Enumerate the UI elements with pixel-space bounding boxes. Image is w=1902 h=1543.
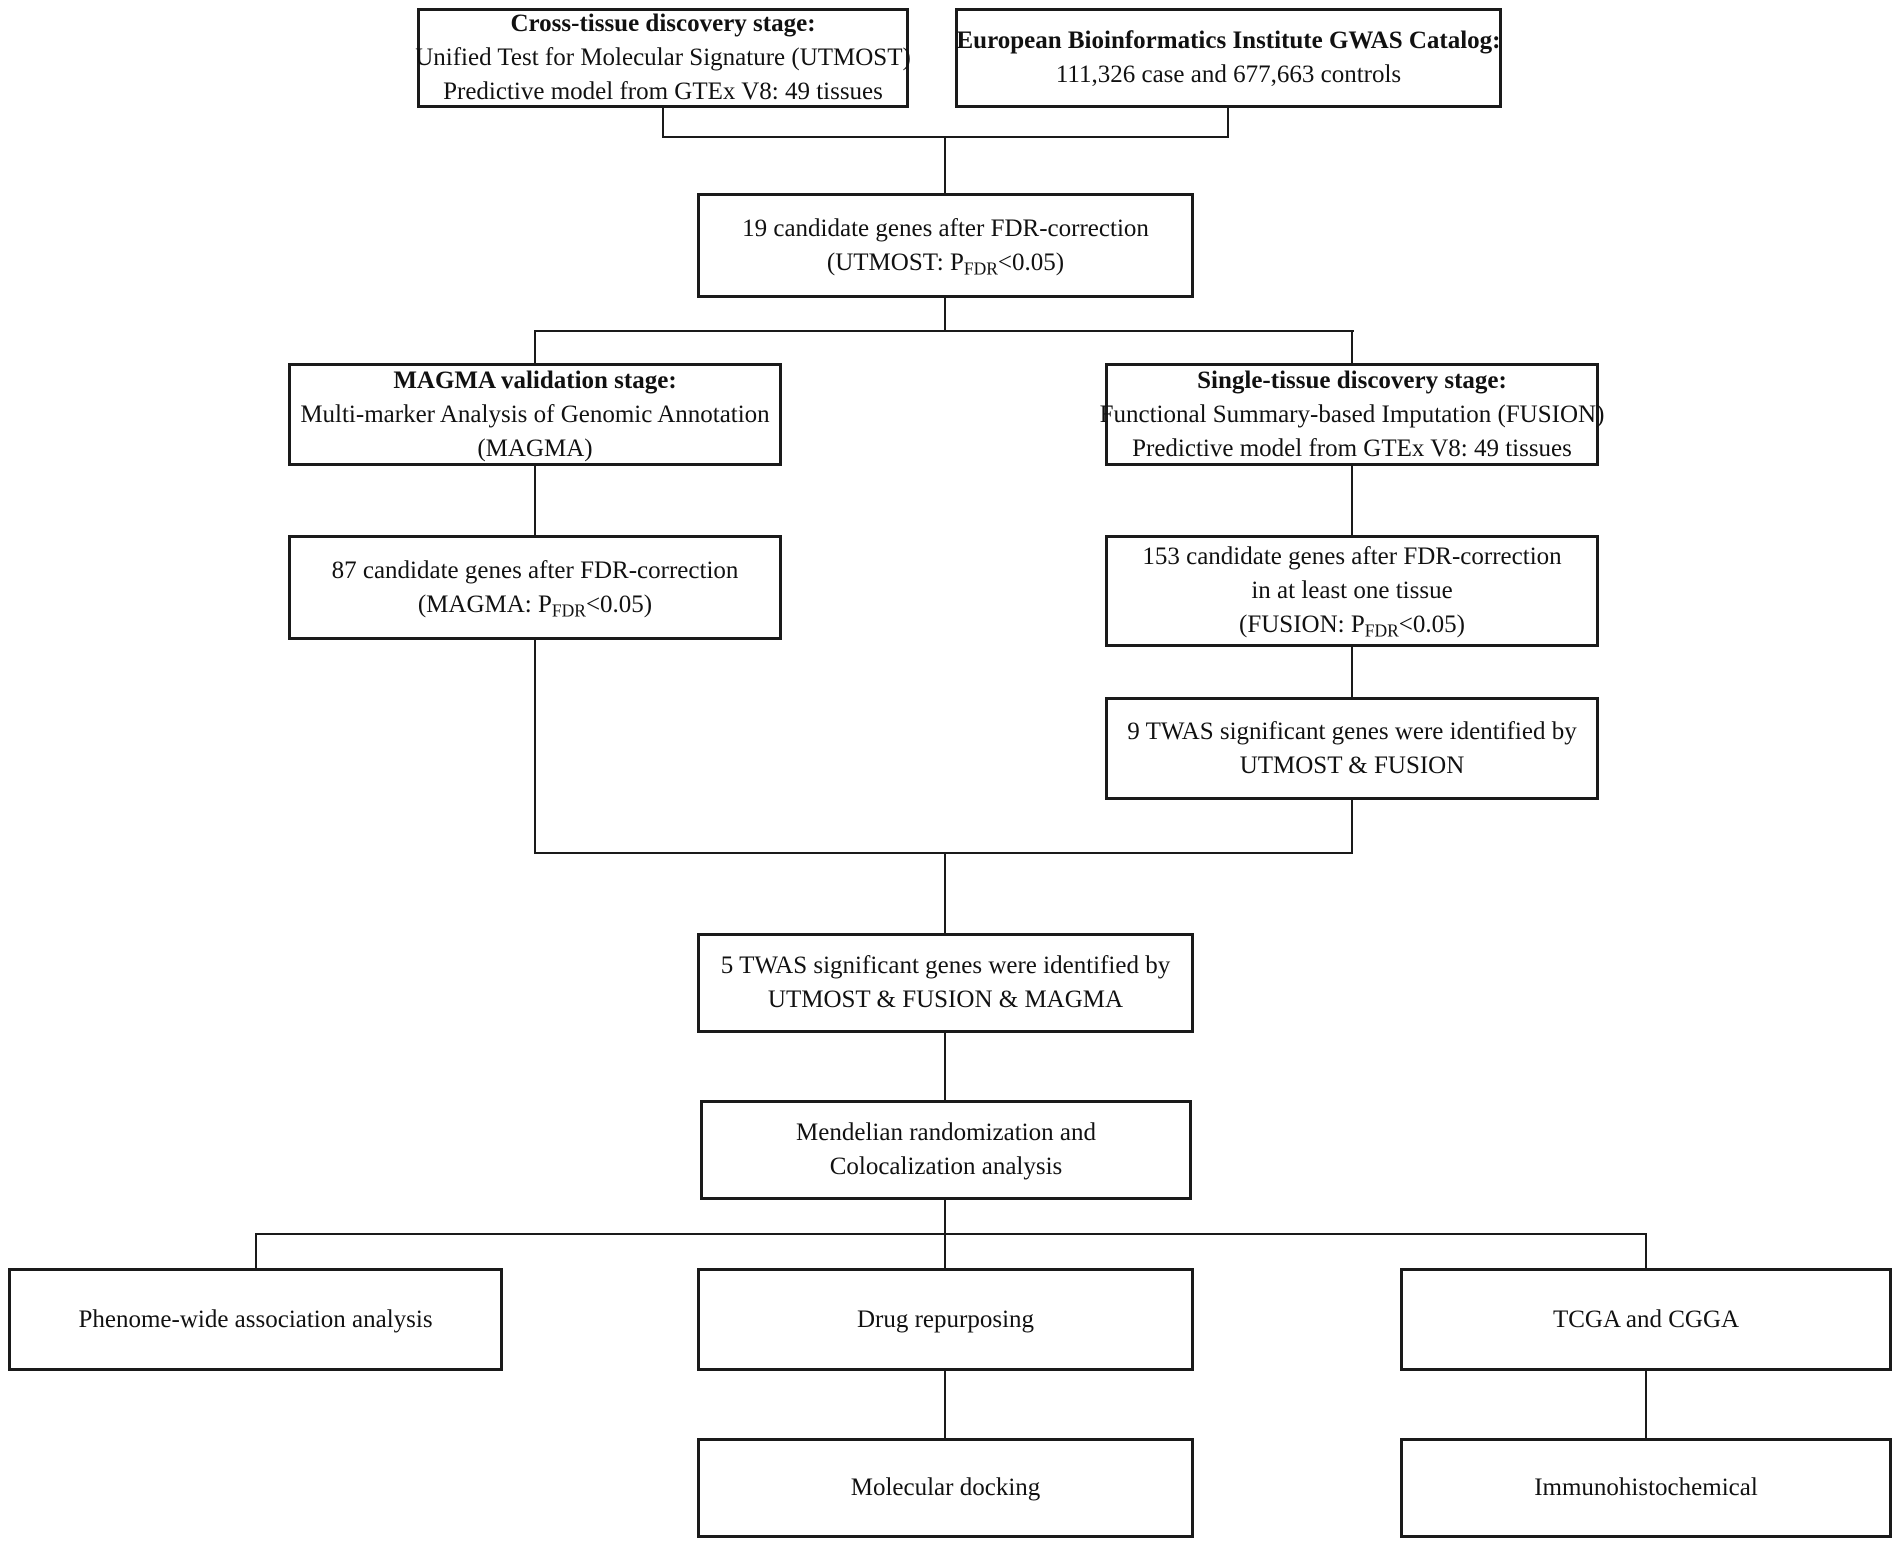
box-text-subscript: (FUSION: PFDR<0.05) [1239,611,1465,641]
box-text: 153 candidate genes after FDR-correction [1142,543,1562,570]
connector-mendelian-down [944,1200,946,1233]
box-gwas-catalog: European Bioinformatics Institute GWAS C… [955,8,1502,108]
box-text: 87 candidate genes after FDR-correction [331,556,739,584]
box-title: MAGMA validation stage: [393,366,677,394]
box-text: Functional Summary-based Imputation (FUS… [1099,400,1605,428]
connector-twas5-to-mendelian [944,1033,946,1100]
connector-threeway-horizontal [255,1233,1647,1235]
box-text: 5 TWAS significant genes were identified… [720,952,1171,979]
box-tcga-cgga: TCGA and CGGA [1400,1268,1892,1371]
connector-fdr87-down [534,640,536,854]
box-molecular-docking: Molecular docking [697,1438,1194,1538]
box-text: TCGA and CGGA [1552,1305,1740,1333]
box-text: 9 TWAS significant genes were identified… [1127,717,1577,745]
box-text: Phenome-wide association analysis [78,1305,433,1333]
connector-into-tcga [1645,1233,1647,1268]
box-text: 19 candidate genes after FDR-correction [742,214,1149,242]
box-text: Unified Test for Molecular Signature (UT… [415,44,911,71]
box-87-candidate-genes: 87 candidate genes after FDR-correction … [288,535,782,640]
box-19-candidate-genes: 19 candidate genes after FDR-correction … [697,193,1194,298]
connector-fdr19-down [944,298,946,332]
box-9-twas-genes: 9 TWAS significant genes were identified… [1105,697,1599,800]
box-title: Single-tissue discovery stage: [1197,366,1507,394]
box-text: Immunohistochemical [1534,1474,1758,1501]
connector-gwas-down [1227,108,1229,138]
box-text-subscript: (UTMOST: PFDR<0.05) [826,248,1065,278]
connector-fusion-to-fdr153 [1351,466,1353,535]
box-magma-validation: MAGMA validation stage: Multi-marker Ana… [288,363,782,466]
box-5-twas-genes: 5 TWAS significant genes were identified… [697,933,1194,1033]
box-text: Predictive model from GTEx V8: 49 tissue… [443,78,883,105]
box-title: Cross-tissue discovery stage: [510,10,816,37]
connector-into-magma [534,330,536,363]
connector-into-drug [944,1233,946,1268]
box-text: UTMOST & FUSION & MAGMA [767,986,1124,1013]
connector-drug-to-docking [944,1371,946,1438]
box-text: (MAGMA) [477,434,593,462]
box-single-tissue-discovery: Single-tissue discovery stage: Functiona… [1100,363,1604,466]
box-text: Molecular docking [850,1474,1041,1501]
box-text-subscript: (MAGMA: PFDR<0.05) [417,590,653,620]
box-drug-repurposing: Drug repurposing [697,1268,1194,1371]
box-text: 111,326 case and 677,663 controls [1055,61,1402,88]
box-cross-tissue-discovery: Cross-tissue discovery stage: Unified Te… [415,8,911,108]
box-text: Predictive model from GTEx V8: 49 tissue… [1132,434,1572,462]
connector-twas9-down [1351,800,1353,854]
box-text: Mendelian randomization and [796,1119,1096,1146]
connector-fdr153-to-twas9 [1351,647,1353,697]
box-title: European Bioinformatics Institute GWAS C… [956,27,1501,54]
box-text: Drug repurposing [856,1305,1035,1333]
box-phenome-wide-association: Phenome-wide association analysis [8,1268,503,1371]
connector-tcga-to-ihc [1645,1371,1647,1438]
connector-magma-to-fdr87 [534,466,536,535]
connector-into-twas5 [944,852,946,933]
connector-into-phewas [255,1233,257,1268]
box-text: Colocalization analysis [829,1153,1063,1180]
box-153-candidate-genes: 153 candidate genes after FDR-correction… [1105,535,1599,647]
connector-split-horizontal [534,330,1354,332]
connector-utmost-down [662,108,664,138]
box-text: UTMOST & FUSION [1239,751,1465,779]
connector-into-fdr19 [944,136,946,193]
box-mendelian-randomization: Mendelian randomization and Colocalizati… [700,1100,1192,1200]
connector-bottom-merge-horizontal [534,852,1353,854]
box-text: Multi-marker Analysis of Genomic Annotat… [300,400,770,428]
box-text: in at least one tissue [1251,577,1453,604]
connector-into-fusion [1351,330,1353,363]
box-immunohistochemical: Immunohistochemical [1400,1438,1892,1538]
